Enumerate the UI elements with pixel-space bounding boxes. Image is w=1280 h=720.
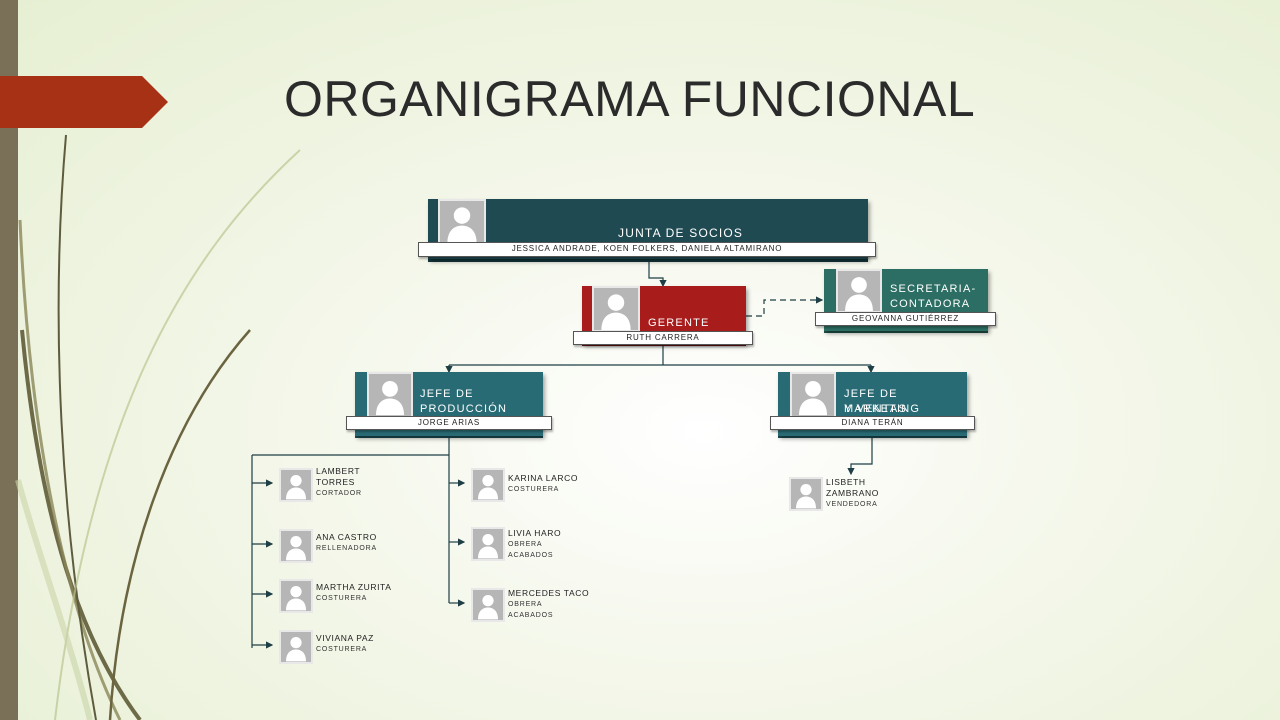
staff-photo xyxy=(279,630,313,664)
staff-role-line1: VENDEDORA xyxy=(826,501,878,508)
board-photo xyxy=(438,199,486,245)
staff-photo xyxy=(471,468,505,502)
staff-role-line1: RELLENADORA xyxy=(316,545,377,552)
person-silhouette-icon xyxy=(478,475,498,500)
title-flag-shape xyxy=(0,76,168,128)
person-silhouette-icon xyxy=(286,586,306,611)
staff-name-line1: VIVIANA PAZ xyxy=(316,633,374,643)
staff-role-line1: COSTURERA xyxy=(508,486,560,493)
person-silhouette-icon xyxy=(286,475,306,500)
staff-photo xyxy=(471,527,505,561)
person-silhouette-icon xyxy=(799,381,827,416)
marketing-photo xyxy=(790,372,836,418)
board-names: JESSICA ANDRADE, KOEN FOLKERS, DANIELA A… xyxy=(418,242,876,257)
manager-photo xyxy=(592,286,640,332)
secretary-title-line1: SECRETARIA- xyxy=(890,283,977,295)
staff-name-line1: LIVIA HARO xyxy=(508,528,562,538)
staff-photo xyxy=(279,468,313,502)
staff-name-line1: LAMBERT xyxy=(316,466,361,476)
staff-role-line2: ACABADOS xyxy=(508,552,554,559)
person-silhouette-icon xyxy=(845,277,873,311)
production-photo xyxy=(367,372,413,418)
person-silhouette-icon xyxy=(478,534,498,559)
staff-role-line1: CORTADOR xyxy=(316,490,362,497)
production-name: JORGE ARIAS xyxy=(346,416,552,430)
staff-name-line1: LISBETH xyxy=(826,477,866,487)
board-title: JUNTA DE SOCIOS xyxy=(618,226,744,240)
production-title-line2: PRODUCCIÓN xyxy=(420,403,508,415)
person-silhouette-icon xyxy=(376,381,404,416)
left-accent-bar xyxy=(0,0,18,720)
staff-role-line1: OBRERA xyxy=(508,541,543,548)
staff-photo xyxy=(279,579,313,613)
slide-title: ORGANIGRAMA FUNCIONAL xyxy=(284,71,976,127)
secretary-photo xyxy=(836,269,882,313)
board-box-base xyxy=(428,256,868,262)
manager-title: GERENTE xyxy=(648,317,710,329)
person-silhouette-icon xyxy=(796,484,816,509)
staff-name-line1: MARTHA ZURITA xyxy=(316,582,392,592)
staff-role-line2: ACABADOS xyxy=(508,612,554,619)
staff-photo xyxy=(279,529,313,563)
person-silhouette-icon xyxy=(478,595,498,620)
staff-name-line1: ANA CASTRO xyxy=(316,532,377,542)
staff-photo xyxy=(789,477,823,511)
staff-role-line1: OBRERA xyxy=(508,601,543,608)
person-silhouette-icon xyxy=(447,207,477,243)
staff-name-line1: KARINA LARCO xyxy=(508,473,579,483)
manager-name: RUTH CARRERA xyxy=(573,331,753,345)
secretary-name: GEOVANNA GUTIÉRREZ xyxy=(815,312,996,326)
person-silhouette-icon xyxy=(286,637,306,662)
staff-role-line1: COSTURERA xyxy=(316,595,368,602)
staff-name-line2: ZAMBRANO xyxy=(826,488,879,498)
decorative-stems xyxy=(15,134,301,720)
staff-name-line1: MERCEDES TACO xyxy=(508,588,590,598)
staff-role-line1: COSTURERA xyxy=(316,646,368,653)
production-title-line1: JEFE DE xyxy=(420,388,474,400)
marketing-title-line2: Y VENTAS xyxy=(844,403,907,415)
person-silhouette-icon xyxy=(601,294,631,330)
marketing-title-line1: JEFE DE MARKETING xyxy=(844,388,921,415)
staff-photo xyxy=(471,588,505,622)
secretary-title-line2: CONTADORA xyxy=(890,298,971,310)
person-silhouette-icon xyxy=(286,536,306,561)
staff-name-line2: TORRES xyxy=(316,477,355,487)
marketing-name: DIANA TERÁN xyxy=(770,416,975,430)
